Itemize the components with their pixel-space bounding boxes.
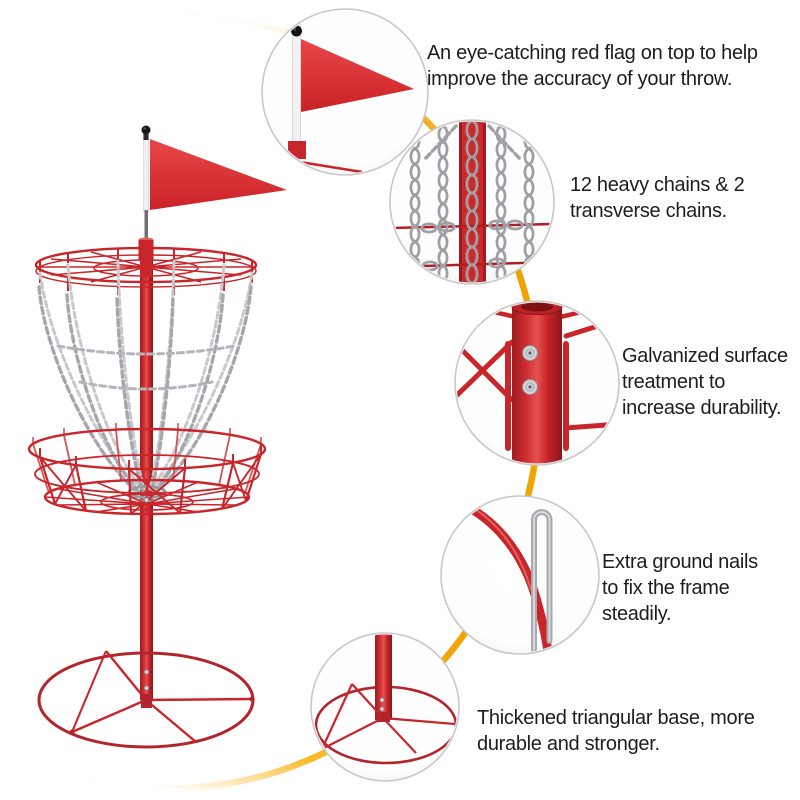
callout-ground-nails-line-1: Extra ground nails bbox=[602, 551, 758, 573]
disc-golf-basket bbox=[27, 125, 287, 749]
callout-bubble-flag bbox=[261, 8, 429, 176]
callout-ground-nails-line-2: to fix the frame bbox=[602, 577, 730, 599]
callout-text-chains: 12 heavy chains & 2 transverse chains. bbox=[570, 172, 745, 224]
flag-assembly bbox=[138, 125, 287, 260]
callout-base-line-2: durable and stronger. bbox=[477, 733, 660, 755]
pole-bolts bbox=[143, 497, 150, 691]
callout-bubble-chains bbox=[389, 119, 555, 285]
callout-galvanized-line-2: treatment to bbox=[622, 371, 726, 393]
callout-galvanized-line-1: Galvanized surface bbox=[622, 345, 788, 367]
flag-finial-ball bbox=[141, 125, 151, 135]
callout-bubble-base bbox=[310, 632, 460, 782]
callout-chains-line-1: 12 heavy chains & 2 bbox=[570, 174, 745, 196]
red-flag bbox=[150, 139, 287, 210]
callout-text-galvanized: Galvanized surface treatment to increase… bbox=[622, 343, 788, 421]
callout-bubble-galvanized bbox=[454, 300, 620, 466]
triangular-base bbox=[37, 650, 255, 749]
callout-chains-line-2: transverse chains. bbox=[570, 200, 727, 222]
callout-galvanized-line-3: increase durability. bbox=[622, 397, 782, 419]
transverse-chains bbox=[56, 344, 236, 391]
callout-text-ground-nails: Extra ground nails to fix the frame stea… bbox=[602, 549, 758, 627]
callout-text-flag: An eye-catching red flag on top to help … bbox=[427, 40, 758, 92]
chains-closeup-icon bbox=[391, 121, 553, 283]
callout-bubble-ground-nail bbox=[440, 495, 600, 655]
callout-flag-line-2: improve the accuracy of your throw. bbox=[427, 68, 733, 90]
callout-flag-line-1: An eye-catching red flag on top to help bbox=[427, 42, 758, 64]
basket-cage bbox=[27, 423, 267, 516]
callout-text-base: Thickened triangular base, more durable … bbox=[477, 705, 755, 757]
callout-base-line-1: Thickened triangular base, more bbox=[477, 707, 755, 729]
bolt-icon bbox=[522, 345, 538, 395]
callout-ground-nails-line-3: steadily. bbox=[602, 603, 672, 625]
